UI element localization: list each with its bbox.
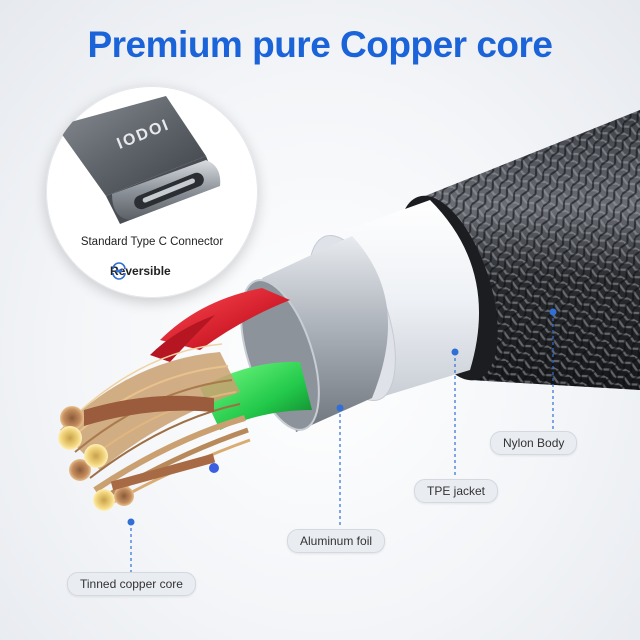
leader-lines xyxy=(130,312,554,572)
connector-caption: Standard Type C Connector xyxy=(80,236,224,248)
usb-c-connector-icon xyxy=(56,96,221,224)
red-wire xyxy=(150,288,290,362)
callout-tinned-copper-core: Tinned copper core xyxy=(67,572,196,596)
callout-aluminum-foil: Aluminum foil xyxy=(287,529,386,553)
callout-nylon-body: Nylon Body xyxy=(490,431,578,455)
reversible-badge: Reversible xyxy=(110,262,171,280)
leader-dots xyxy=(127,308,557,526)
strand-ends xyxy=(58,395,219,511)
connector-inset: IODOI Standard Type C Connector Reversib… xyxy=(46,86,258,298)
reversible-icon xyxy=(112,262,126,280)
headline: Premium pure Copper core xyxy=(87,24,553,65)
callout-tpe-jacket: TPE jacket xyxy=(414,479,499,503)
